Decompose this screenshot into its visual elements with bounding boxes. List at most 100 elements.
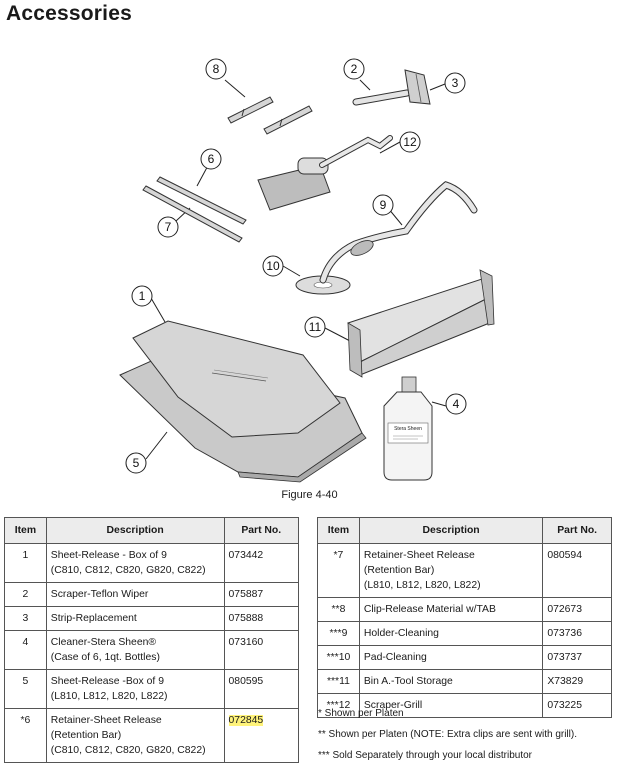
callout-11: 11 <box>309 320 322 334</box>
description-line: (Case of 6, 1qt. Bottles) <box>50 652 160 663</box>
description-line: (L810, L812, L820, L822) <box>363 580 481 591</box>
footnote: *** Sold Separately through your local d… <box>318 750 533 761</box>
description-line: (C810, C812, C820, G820, C822) <box>50 745 206 756</box>
part-11-storage-bin <box>347 269 495 378</box>
description-line: Retainer-Sheet Release <box>363 550 475 561</box>
description-cell: Pad-Cleaning <box>358 645 544 670</box>
callout-4: 4 <box>453 397 460 411</box>
item-cell: **8 <box>317 597 360 622</box>
footnote: ** Shown per Platen (NOTE: Extra clips a… <box>318 729 577 740</box>
description-cell: Retainer-Sheet Release(Retention Bar)(C8… <box>45 708 225 763</box>
item-cell: ***9 <box>317 621 360 646</box>
exploded-parts-figure: Stera Sheen <box>0 40 619 500</box>
part-number-cell: 073225 <box>542 693 612 718</box>
part-number: 075887 <box>228 589 264 600</box>
item-cell: *7 <box>317 543 360 598</box>
part-6-retention-bar <box>156 176 247 225</box>
column-header-description: Description <box>45 517 225 544</box>
part-7-retention-bar <box>142 185 243 243</box>
callout-3: 3 <box>452 76 459 90</box>
part-9-cleaning-holder <box>319 181 478 284</box>
part-number: 073737 <box>547 652 582 663</box>
part-4-cleaner-bottle: Stera Sheen <box>383 376 433 481</box>
description-line: Bin A.-Tool Storage <box>363 676 453 687</box>
part-number: X73829 <box>547 676 584 687</box>
part-2-teflon-wiper <box>352 89 411 106</box>
callout-10: 10 <box>266 259 280 273</box>
description-line: Scraper-Grill <box>363 700 423 711</box>
description-cell: Sheet-Release -Box of 9(L810, L812, L820… <box>45 669 225 709</box>
part-number-cell: 075888 <box>223 606 300 631</box>
part-number-cell: 073737 <box>542 645 612 670</box>
description-line: Scraper-Teflon Wiper <box>50 589 149 600</box>
part-number-cell: 080595 <box>223 669 300 709</box>
item-cell: ***11 <box>317 669 360 694</box>
parts-illustration: Stera Sheen <box>119 58 495 483</box>
description-cell: Scraper-Grill <box>358 693 544 718</box>
part-number-cell: 072845 <box>223 708 300 763</box>
item-cell: *6 <box>4 708 47 763</box>
callout-9: 9 <box>380 198 387 212</box>
item-cell: ***12 <box>317 693 360 718</box>
description-line: Clip-Release Material w/TAB <box>363 604 496 615</box>
bottle-label-text: Stera Sheen <box>394 426 422 432</box>
part-number-cell: X73829 <box>542 669 612 694</box>
table-header-row: Item Description Part No. <box>4 517 300 544</box>
description-cell: Holder-Cleaning <box>358 621 544 646</box>
description-line: (Retention Bar) <box>50 730 122 741</box>
part-number-cell: 080594 <box>542 543 612 598</box>
footnotes: * Shown per Platen ** Shown per Platen (… <box>318 703 577 764</box>
description-line: (Retention Bar) <box>363 565 435 576</box>
item-cell: ***10 <box>317 645 360 670</box>
column-header-item: Item <box>317 517 360 544</box>
item-cell: 5 <box>4 669 47 709</box>
footnote: * Shown per Platen <box>318 708 404 719</box>
part-number: 073225 <box>547 700 582 711</box>
highlighted-part-number: 072845 <box>228 715 264 726</box>
callout-6: 6 <box>208 152 215 166</box>
description-line: Pad-Cleaning <box>363 652 427 663</box>
description-cell: Clip-Release Material w/TAB <box>358 597 544 622</box>
callout-8: 8 <box>213 62 220 76</box>
description-line: Holder-Cleaning <box>363 628 439 639</box>
part-number-cell: 073160 <box>223 630 300 670</box>
description-line: Cleaner-Stera Sheen® <box>50 637 157 648</box>
part-number: 075888 <box>228 613 264 624</box>
part-number: 080594 <box>547 550 582 561</box>
description-cell: Cleaner-Stera Sheen® (Case of 6, 1qt. Bot… <box>45 630 225 670</box>
figure-caption: Figure 4-40 <box>281 489 338 501</box>
callout-5: 5 <box>133 456 140 470</box>
description-line: Sheet-Release - Box of 9 <box>50 550 167 561</box>
description-line: Sheet-Release -Box of 9 <box>50 676 164 687</box>
part-8-release-clips <box>227 96 313 135</box>
item-cell: 3 <box>4 606 47 631</box>
part-number-cell: 072673 <box>542 597 612 622</box>
description-cell: Bin A.-Tool Storage <box>358 669 544 694</box>
column-header-item: Item <box>4 517 47 544</box>
part-number-cell: 075887 <box>223 582 300 607</box>
table-header-row: Item Description Part No. <box>317 517 612 544</box>
item-cell: 1 <box>4 543 47 583</box>
description-line: (C810, C812, C820, G820, C822) <box>50 565 206 576</box>
page-title: Accessories <box>6 2 132 25</box>
callout-2: 2 <box>351 62 358 76</box>
part-number-cell: 073442 <box>223 543 300 583</box>
description-cell: Sheet-Release - Box of 9 (C810, C812, C82… <box>45 543 225 583</box>
callout-1: 1 <box>139 289 146 303</box>
description-cell: Retainer-Sheet Release (Retention Bar) (L8… <box>358 543 544 598</box>
part-12-grill-scraper <box>257 135 393 211</box>
part-number: 073736 <box>547 628 582 639</box>
column-header-part-no: Part No. <box>223 517 300 544</box>
